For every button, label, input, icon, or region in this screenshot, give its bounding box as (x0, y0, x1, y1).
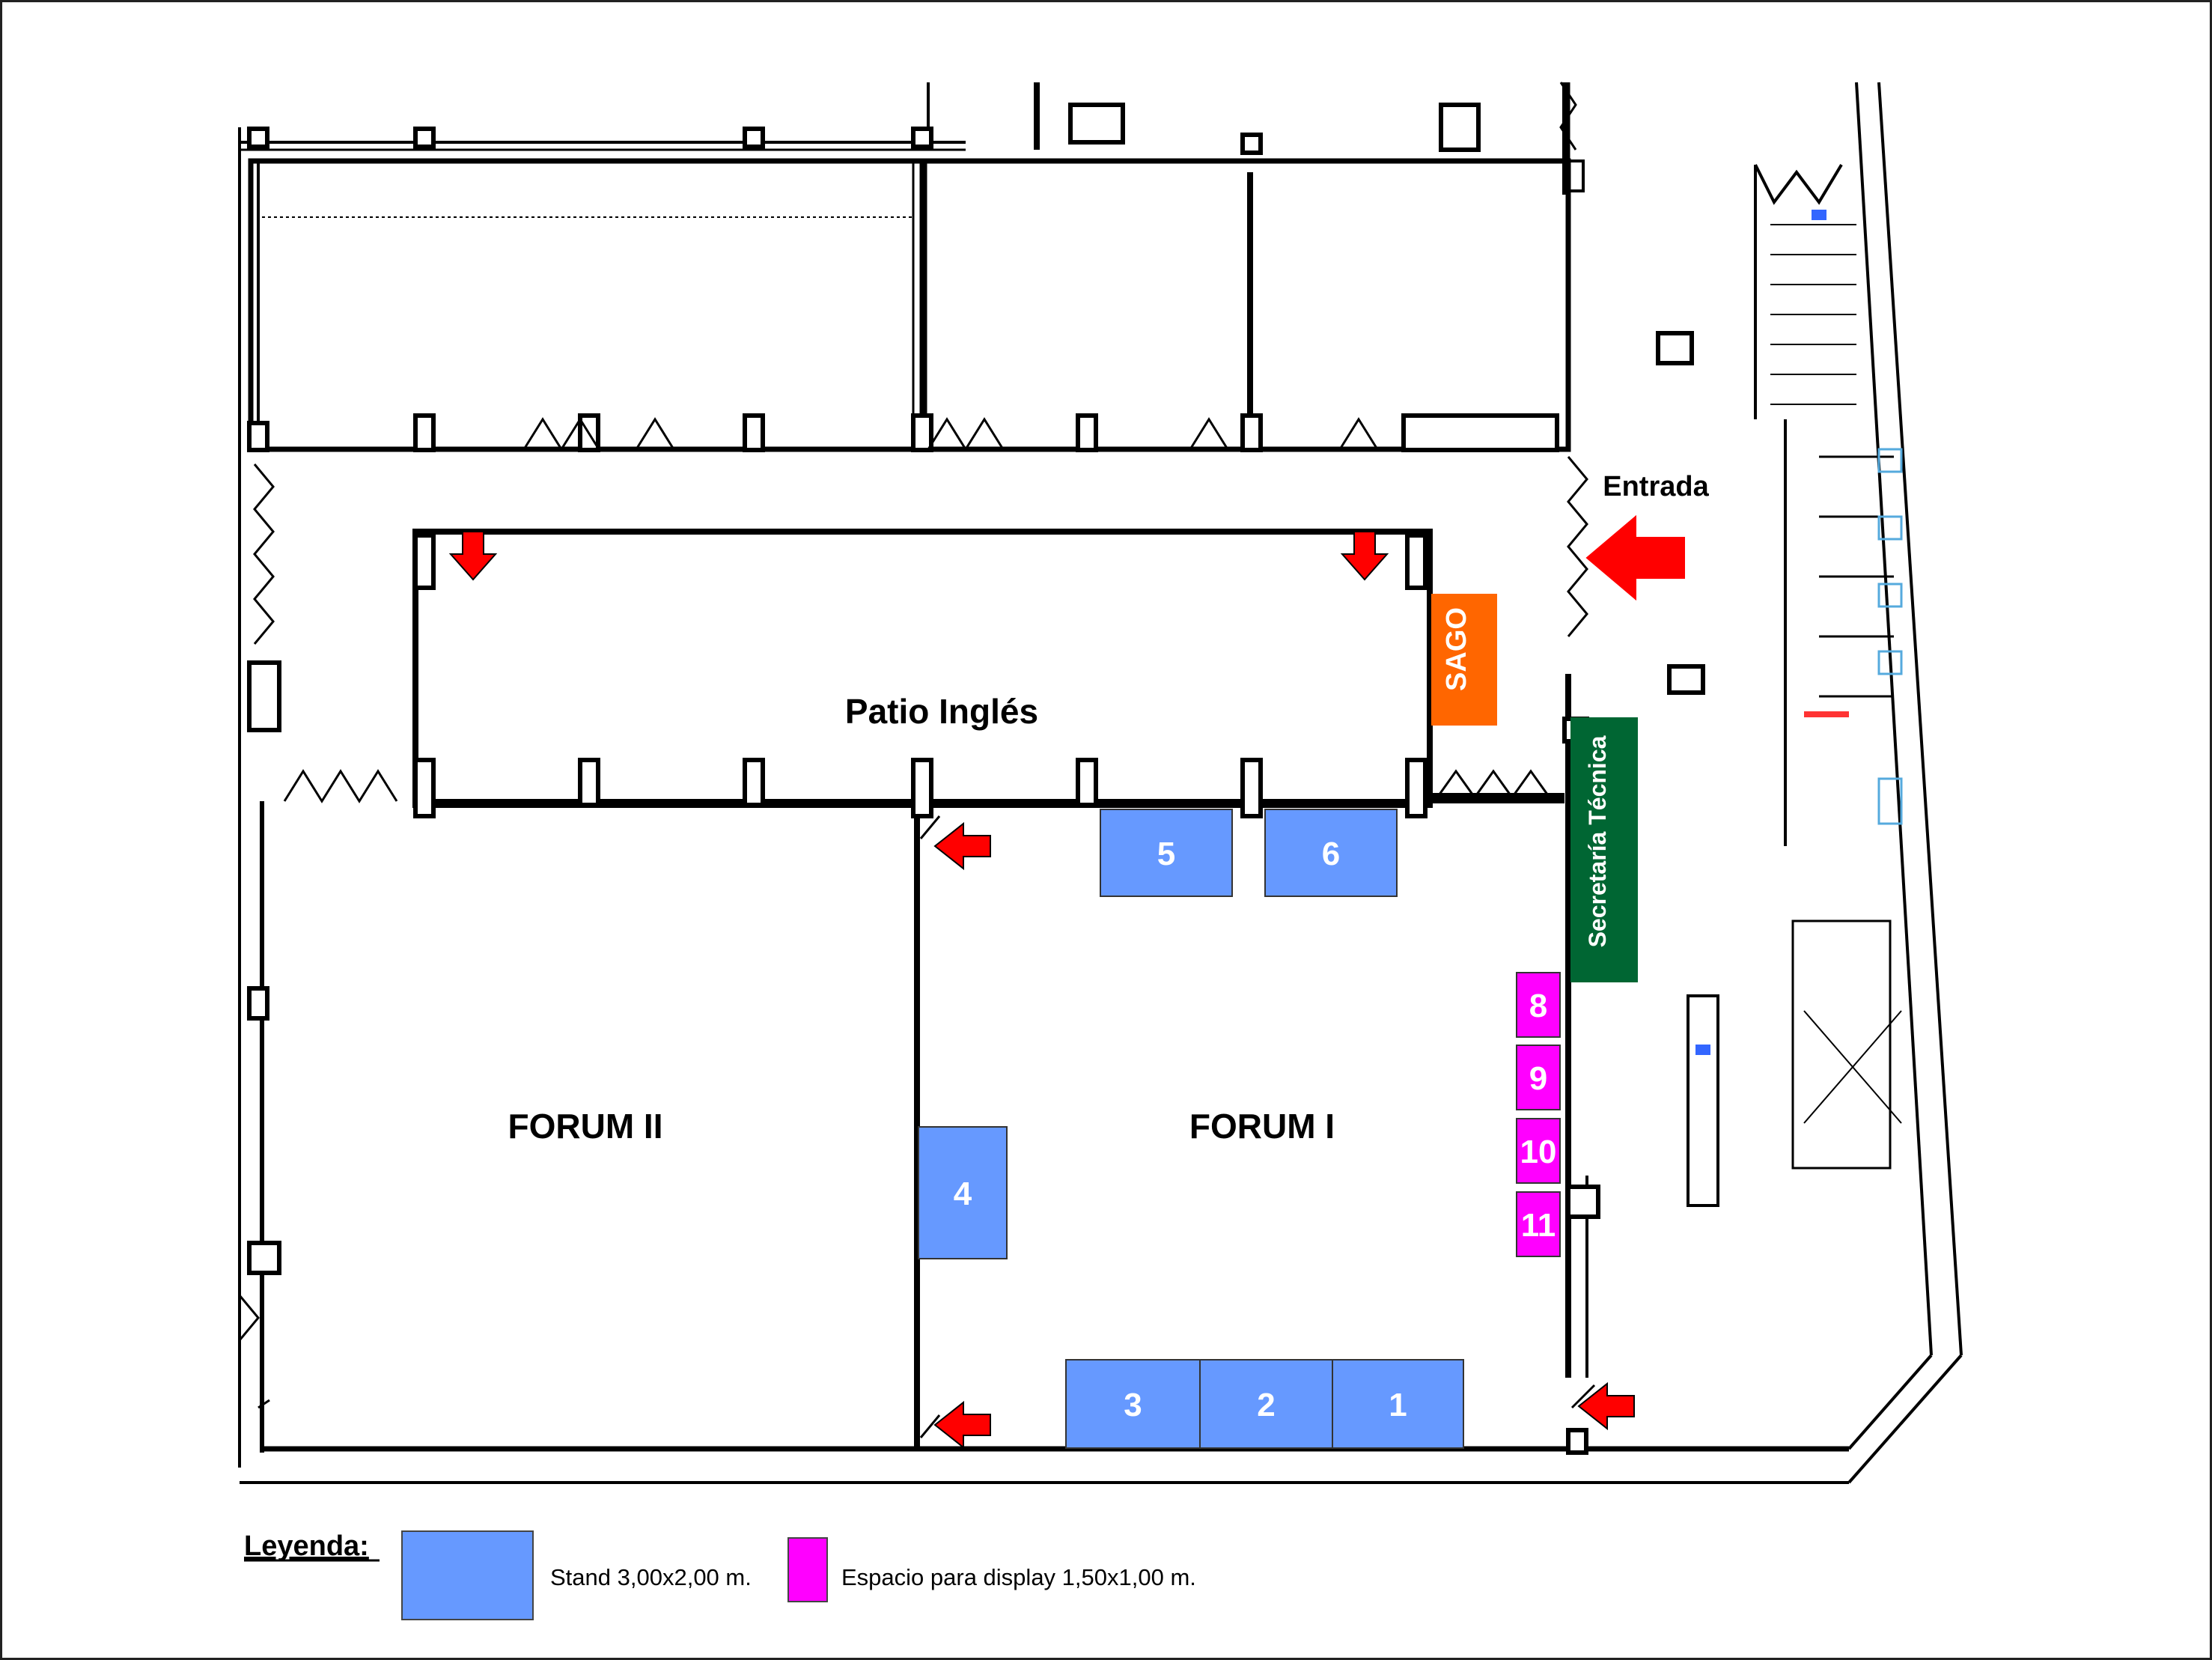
arrow-left-icon (1578, 1383, 1635, 1429)
legend-display-label: Espacio para display 1,50x1,00 m. (841, 1564, 1196, 1590)
sago-label: SAGO (1441, 607, 1472, 691)
doors (238, 82, 1596, 1438)
entrance-label: Entrada (1603, 471, 1709, 502)
arrow-left-icon (934, 1402, 991, 1448)
room-label-forum-i: FORUM I (1189, 1107, 1335, 1146)
secretaria-tecnica-zone (1570, 717, 1638, 982)
stand-2-label: 2 (1257, 1387, 1275, 1423)
stand-6-label: 6 (1322, 836, 1340, 872)
legend: Leyenda: Stand 3,00x2,00 m. Espacio para… (244, 1530, 1196, 1620)
stand-3-label: 3 (1124, 1387, 1142, 1423)
display-11 (1516, 1191, 1561, 1257)
display-10-label: 10 (1520, 1134, 1557, 1170)
stands-layer: 1 2 3 4 5 6 (918, 809, 1464, 1449)
arrow-down-icon (450, 531, 496, 580)
stand-5-label: 5 (1157, 836, 1175, 872)
columns (247, 103, 1705, 1455)
display-9 (1516, 1045, 1561, 1110)
display-11-label: 11 (1521, 1207, 1556, 1244)
stand-4-label: 4 (954, 1176, 972, 1212)
direction-arrows (450, 514, 1685, 1448)
room-label-patio: Patio Inglés (845, 692, 1038, 731)
room-label-forum-ii: FORUM II (508, 1107, 663, 1146)
display-8-label: 8 (1529, 988, 1547, 1024)
stand-2 (1199, 1359, 1333, 1449)
secretaria-tecnica-label: Secretaría Técnica (1584, 735, 1611, 947)
legend-stand-swatch (401, 1530, 534, 1620)
arrow-left-icon (934, 823, 991, 869)
sago-zone (1431, 594, 1497, 726)
building-walls (238, 82, 1963, 1484)
legend-display-swatch (787, 1537, 828, 1602)
legend-stand-label: Stand 3,00x2,00 m. (550, 1564, 752, 1590)
arrow-down-icon (1341, 531, 1388, 580)
stand-3 (1065, 1359, 1201, 1449)
display-10 (1516, 1118, 1561, 1184)
displays-layer: 8 9 10 11 (1516, 972, 1561, 1257)
stand-4 (918, 1126, 1008, 1259)
display-8 (1516, 972, 1561, 1038)
legend-title: Leyenda: (244, 1530, 369, 1562)
stand-6 (1264, 809, 1398, 897)
service-area (1687, 163, 1903, 1207)
stand-5 (1100, 809, 1233, 897)
display-9-label: 9 (1529, 1060, 1547, 1097)
entrance-arrow-icon (1585, 514, 1685, 601)
stand-1-label: 1 (1389, 1387, 1407, 1423)
